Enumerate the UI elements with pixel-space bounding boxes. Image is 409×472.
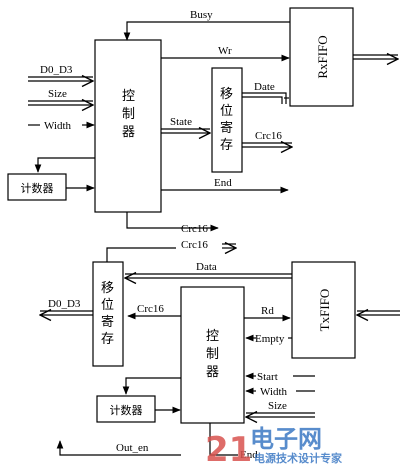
watermark-subtitle: 电源技术设计专家 (254, 451, 343, 465)
tx-ctrl-to-counter (122, 377, 181, 395)
watermark-brand: 电子网 (250, 425, 322, 453)
tx-end-line (209, 423, 238, 456)
tx-d0d3-label: D0_D3 (48, 298, 81, 310)
tx-crc16-top-a (106, 247, 176, 262)
tx-out-en-label: Out_en (116, 442, 149, 454)
tx-data-label: Data (196, 261, 217, 273)
rxfifo-label: RxFIFO (315, 35, 330, 78)
rx-ctrl-to-counter (34, 157, 95, 173)
tx-shift-register-box (92, 261, 124, 367)
rx-crc16-out-label: Crc16 (255, 130, 282, 142)
busy-label: Busy (190, 9, 213, 21)
transmit-section: Crc16 移 位 寄 存 TxFIFO Data D0_D3 控 制 (40, 239, 400, 461)
tx-controller-box (180, 286, 245, 424)
txfifo-label: TxFIFO (317, 289, 332, 332)
tx-out-en-line (56, 440, 181, 456)
rx-size-label: Size (48, 88, 67, 100)
rx-controller-box (94, 39, 162, 213)
rx-counter-label: 计数器 (21, 182, 54, 195)
tx-counter-label: 计数器 (110, 404, 143, 417)
wr-label: Wr (218, 45, 232, 57)
rx-counter-box (7, 173, 67, 201)
rx-shift-register-label: 移 位 寄 存 (220, 87, 237, 153)
tx-size-label: Size (268, 400, 287, 412)
tx-crc16-top-label: Crc16 (181, 239, 208, 251)
rx-crc16-bottom-label: Crc16 (181, 223, 208, 235)
tx-shift-register-label: 移 位 寄 存 (101, 281, 118, 347)
tx-start-label: Start (257, 371, 278, 383)
receive-section: 控 制 器 移 位 寄 存 RxFIFO 计数器 Busy Wr D0_D3 (7, 7, 398, 235)
rx-width-label: Width (44, 120, 72, 132)
txfifo-box (291, 261, 356, 359)
state-label: State (170, 116, 192, 128)
tx-empty-label: Empty (255, 333, 285, 345)
tx-width-label: Width (260, 386, 288, 398)
tx-controller-label: 控 制 器 (206, 329, 223, 380)
date-line-b (242, 96, 283, 104)
watermark-number: 21 (205, 430, 252, 467)
watermark: 21 电子网 电源技术设计专家 (205, 425, 343, 470)
busy-line (123, 21, 290, 41)
date-label: Date (254, 81, 275, 93)
rxfifo-box (289, 7, 354, 107)
rx-controller-label: 控 制 器 (122, 89, 139, 140)
rx-d0d3-label: D0_D3 (40, 64, 73, 76)
rx-end-label: End (214, 177, 232, 189)
rx-shift-register-box (211, 67, 243, 173)
rx-crc16-bottom-line (126, 212, 219, 232)
tx-crc16-mid-label: Crc16 (137, 303, 164, 315)
tx-counter-box (96, 395, 156, 423)
date-line-a (242, 92, 287, 104)
tx-end-label: End (240, 449, 258, 461)
tx-rd-label: Rd (261, 305, 274, 317)
